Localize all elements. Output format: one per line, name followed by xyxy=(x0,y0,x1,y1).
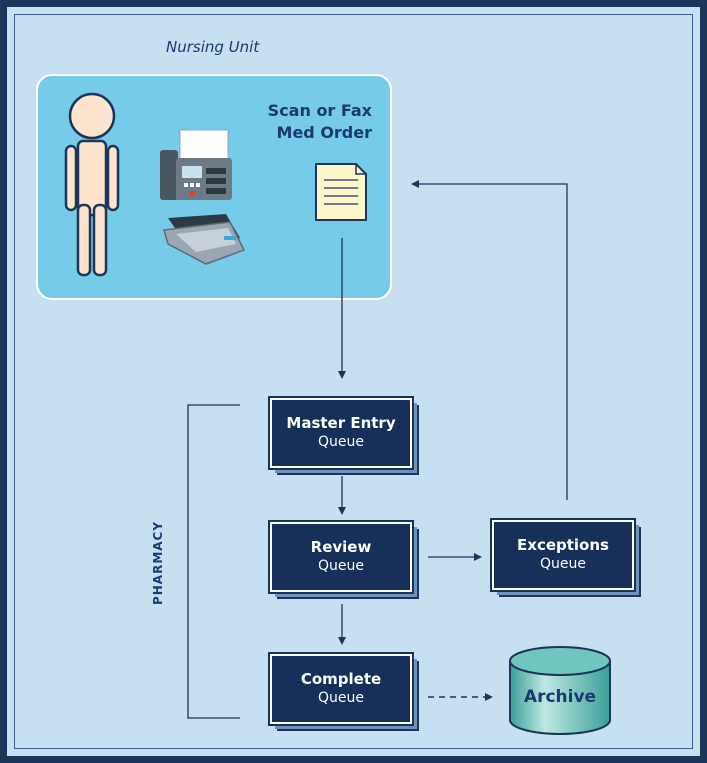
review-sub: Queue xyxy=(318,558,364,574)
master-entry-sub: Queue xyxy=(318,434,364,450)
person-icon xyxy=(64,92,120,277)
nursing-unit-label: Nursing Unit xyxy=(166,38,260,56)
fax-machine-icon xyxy=(160,129,232,200)
archive-label: Archive xyxy=(523,687,597,707)
exceptions-sub: Queue xyxy=(540,556,586,572)
complete-queue: Complete Queue xyxy=(268,652,414,726)
exceptions-title: Exceptions xyxy=(517,536,609,554)
master-entry-title: Master Entry xyxy=(286,414,396,432)
database-icon xyxy=(509,646,611,735)
review-title: Review xyxy=(310,538,372,556)
scanner-icon xyxy=(163,214,246,265)
document-icon xyxy=(315,163,367,221)
complete-sub: Queue xyxy=(318,690,364,706)
arrow-exceptions-to-document xyxy=(411,180,568,500)
complete-title: Complete xyxy=(300,670,382,688)
master-entry-queue: Master Entry Queue xyxy=(268,396,414,470)
scan-or-fax-label: Scan or Fax Med Order xyxy=(267,101,372,142)
exceptions-queue: Exceptions Queue xyxy=(490,518,636,592)
pharmacy-bracket xyxy=(187,404,240,719)
review-queue: Review Queue xyxy=(268,520,414,594)
